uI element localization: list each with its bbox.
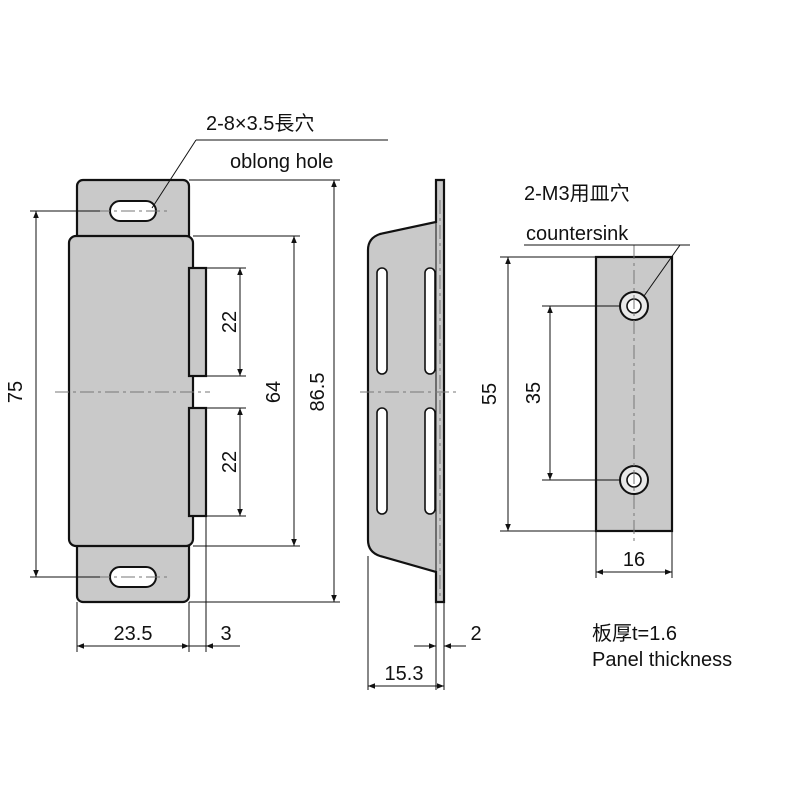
- thickness-note: 板厚t=1.6 Panel thickness: [592, 622, 732, 671]
- dim-3: 3: [220, 623, 231, 645]
- dim-2: 2: [470, 623, 481, 645]
- thickness-label: Panel thickness: [592, 649, 732, 671]
- oblong-hole-label: oblong hole: [230, 151, 333, 173]
- dim-15-3: 15.3: [385, 663, 424, 685]
- dim-86-5: 86.5: [307, 373, 329, 412]
- magnet-block-upper: [187, 266, 208, 378]
- side-view: 15.3 2: [360, 178, 482, 690]
- dim-35: 35: [523, 382, 545, 404]
- magnet-block-lower: [187, 406, 208, 518]
- dim-55: 55: [479, 383, 501, 405]
- dim-75: 75: [5, 381, 27, 403]
- dim-23-5: 23.5: [114, 623, 153, 645]
- dim-22-lower: 22: [219, 451, 241, 473]
- magnet-body: [67, 234, 195, 548]
- side-profile: [366, 178, 446, 604]
- dim-22-upper: 22: [219, 311, 241, 333]
- oblong-hole-spec: 2-8×3.5長穴: [206, 112, 314, 135]
- dim-64: 64: [263, 381, 285, 403]
- countersink-spec: 2-M3用皿穴: [524, 182, 630, 205]
- leader-oblong-hole: [151, 139, 197, 209]
- front-view: 75 22 22 64 86.5 23.5 3 2-8×3.5長穴 oblong…: [5, 112, 388, 652]
- countersink-label: countersink: [526, 223, 629, 245]
- strike-plate-view: 55 35 16 2-M3用皿穴 countersink: [479, 182, 690, 578]
- dim-16: 16: [623, 549, 645, 571]
- thickness-spec: 板厚t=1.6: [592, 622, 677, 645]
- leader-countersink: [643, 244, 681, 297]
